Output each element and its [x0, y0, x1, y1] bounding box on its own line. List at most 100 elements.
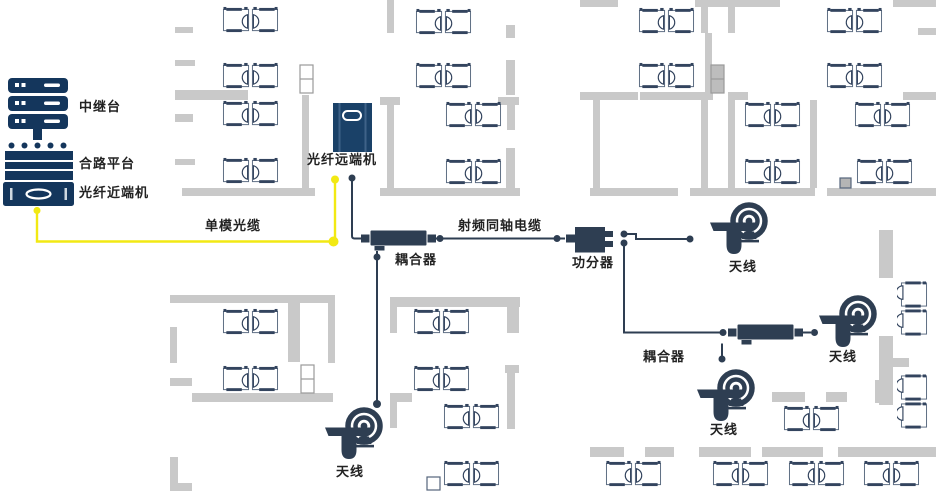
room-pair	[856, 158, 913, 185]
wall-segment	[175, 90, 248, 100]
floorplan-rooms	[222, 6, 928, 491]
room-pair	[415, 62, 472, 89]
room-pair	[744, 158, 801, 185]
wall-segment	[645, 447, 674, 457]
wall-segment	[507, 105, 515, 130]
room-pair	[413, 365, 470, 392]
wall-segment	[879, 230, 893, 278]
room-pair	[826, 62, 883, 89]
room-pair	[788, 460, 845, 487]
wall-segment	[506, 148, 515, 188]
single-mode-fiber-cable	[33, 175, 339, 247]
room-single	[897, 374, 928, 401]
room-pair	[638, 7, 695, 34]
room-pair	[413, 308, 470, 335]
room-pair	[744, 101, 801, 128]
room-pair	[638, 62, 695, 89]
room-pair	[415, 8, 472, 35]
wall-segment	[387, 0, 394, 33]
ceiling-antenna-icon	[710, 205, 765, 254]
wall-segment	[397, 297, 520, 307]
wall-segment	[838, 447, 936, 457]
room-pair	[712, 460, 769, 487]
wall-segment	[506, 25, 515, 38]
wall-segment	[728, 92, 748, 100]
room-pair	[222, 62, 279, 89]
wall-segment	[328, 295, 335, 363]
ceiling-antenna-icon	[325, 410, 380, 459]
wall-segment	[387, 105, 394, 188]
wall-segment	[810, 100, 817, 188]
power-divider-label: 功分器	[572, 256, 615, 271]
room-pair	[854, 101, 911, 128]
wall-segment	[182, 188, 315, 196]
wall-segment	[772, 392, 805, 402]
coupler1-label: 耦合器	[395, 253, 438, 268]
wall-segment	[762, 447, 823, 457]
antenna-middle-label: 天线	[710, 423, 739, 438]
wall-segment	[695, 0, 780, 7]
room-pair	[222, 6, 279, 33]
room-pair	[222, 157, 279, 184]
coupler-icon	[728, 324, 803, 345]
repeater-icon	[8, 78, 68, 149]
wall-segment	[302, 95, 309, 190]
room-pair	[783, 405, 840, 432]
wall-segment	[690, 188, 815, 196]
floorplan-walls	[170, 0, 936, 491]
room-single	[897, 281, 928, 308]
power-divider-icon	[566, 227, 613, 253]
wall-segment	[170, 483, 192, 491]
wall-segment	[728, 7, 735, 33]
room-pair	[443, 403, 500, 430]
wall-segment	[580, 92, 638, 100]
wall-segment	[875, 380, 882, 403]
wall-segment	[170, 295, 183, 303]
wall-segment	[390, 297, 397, 333]
room-single	[897, 309, 928, 336]
floorplan-box	[839, 177, 852, 189]
equipment-cabinet-icon	[333, 103, 372, 152]
wall-segment	[390, 397, 397, 428]
wall-segment	[590, 188, 678, 196]
wall-segment	[918, 28, 936, 35]
ceiling-antenna-icon	[819, 298, 874, 347]
wall-segment	[498, 97, 519, 105]
wall-segment	[506, 60, 515, 95]
wall-segment	[827, 188, 936, 196]
room-pair	[222, 365, 279, 392]
room-pair	[826, 7, 883, 34]
combiner-label: 合路平台	[79, 157, 136, 172]
near-end-unit-label: 光纤近端机	[79, 186, 150, 201]
wall-segment	[183, 295, 333, 303]
room-pair	[445, 158, 502, 185]
wall-segment	[879, 358, 909, 367]
wall-segment	[505, 365, 519, 373]
wall-segment	[175, 114, 193, 122]
wall-segment	[175, 159, 195, 165]
wall-segment	[701, 7, 708, 33]
wall-segment	[192, 393, 333, 402]
wall-segment	[590, 447, 624, 457]
room-single	[897, 402, 928, 429]
wall-segment	[170, 457, 178, 491]
wall-segment	[390, 393, 412, 402]
wall-segment	[580, 0, 618, 7]
fiber-cable-label: 单模光缆	[205, 219, 262, 234]
wall-segment	[705, 33, 712, 92]
wall-segment	[593, 100, 600, 188]
wall-segment	[893, 0, 936, 7]
coupler-icon	[361, 230, 436, 251]
wall-segment	[507, 373, 515, 429]
floorplan-box	[426, 476, 441, 491]
antenna-bottom-label: 天线	[336, 465, 365, 480]
wall-segment	[170, 327, 177, 363]
wall-segment	[288, 302, 300, 362]
remote-unit-label: 光纤远端机	[307, 153, 378, 168]
wall-segment	[701, 100, 708, 188]
wall-segment	[175, 60, 195, 66]
wall-segment	[380, 97, 400, 105]
combiner-icon	[5, 151, 73, 180]
wall-segment	[728, 100, 735, 188]
